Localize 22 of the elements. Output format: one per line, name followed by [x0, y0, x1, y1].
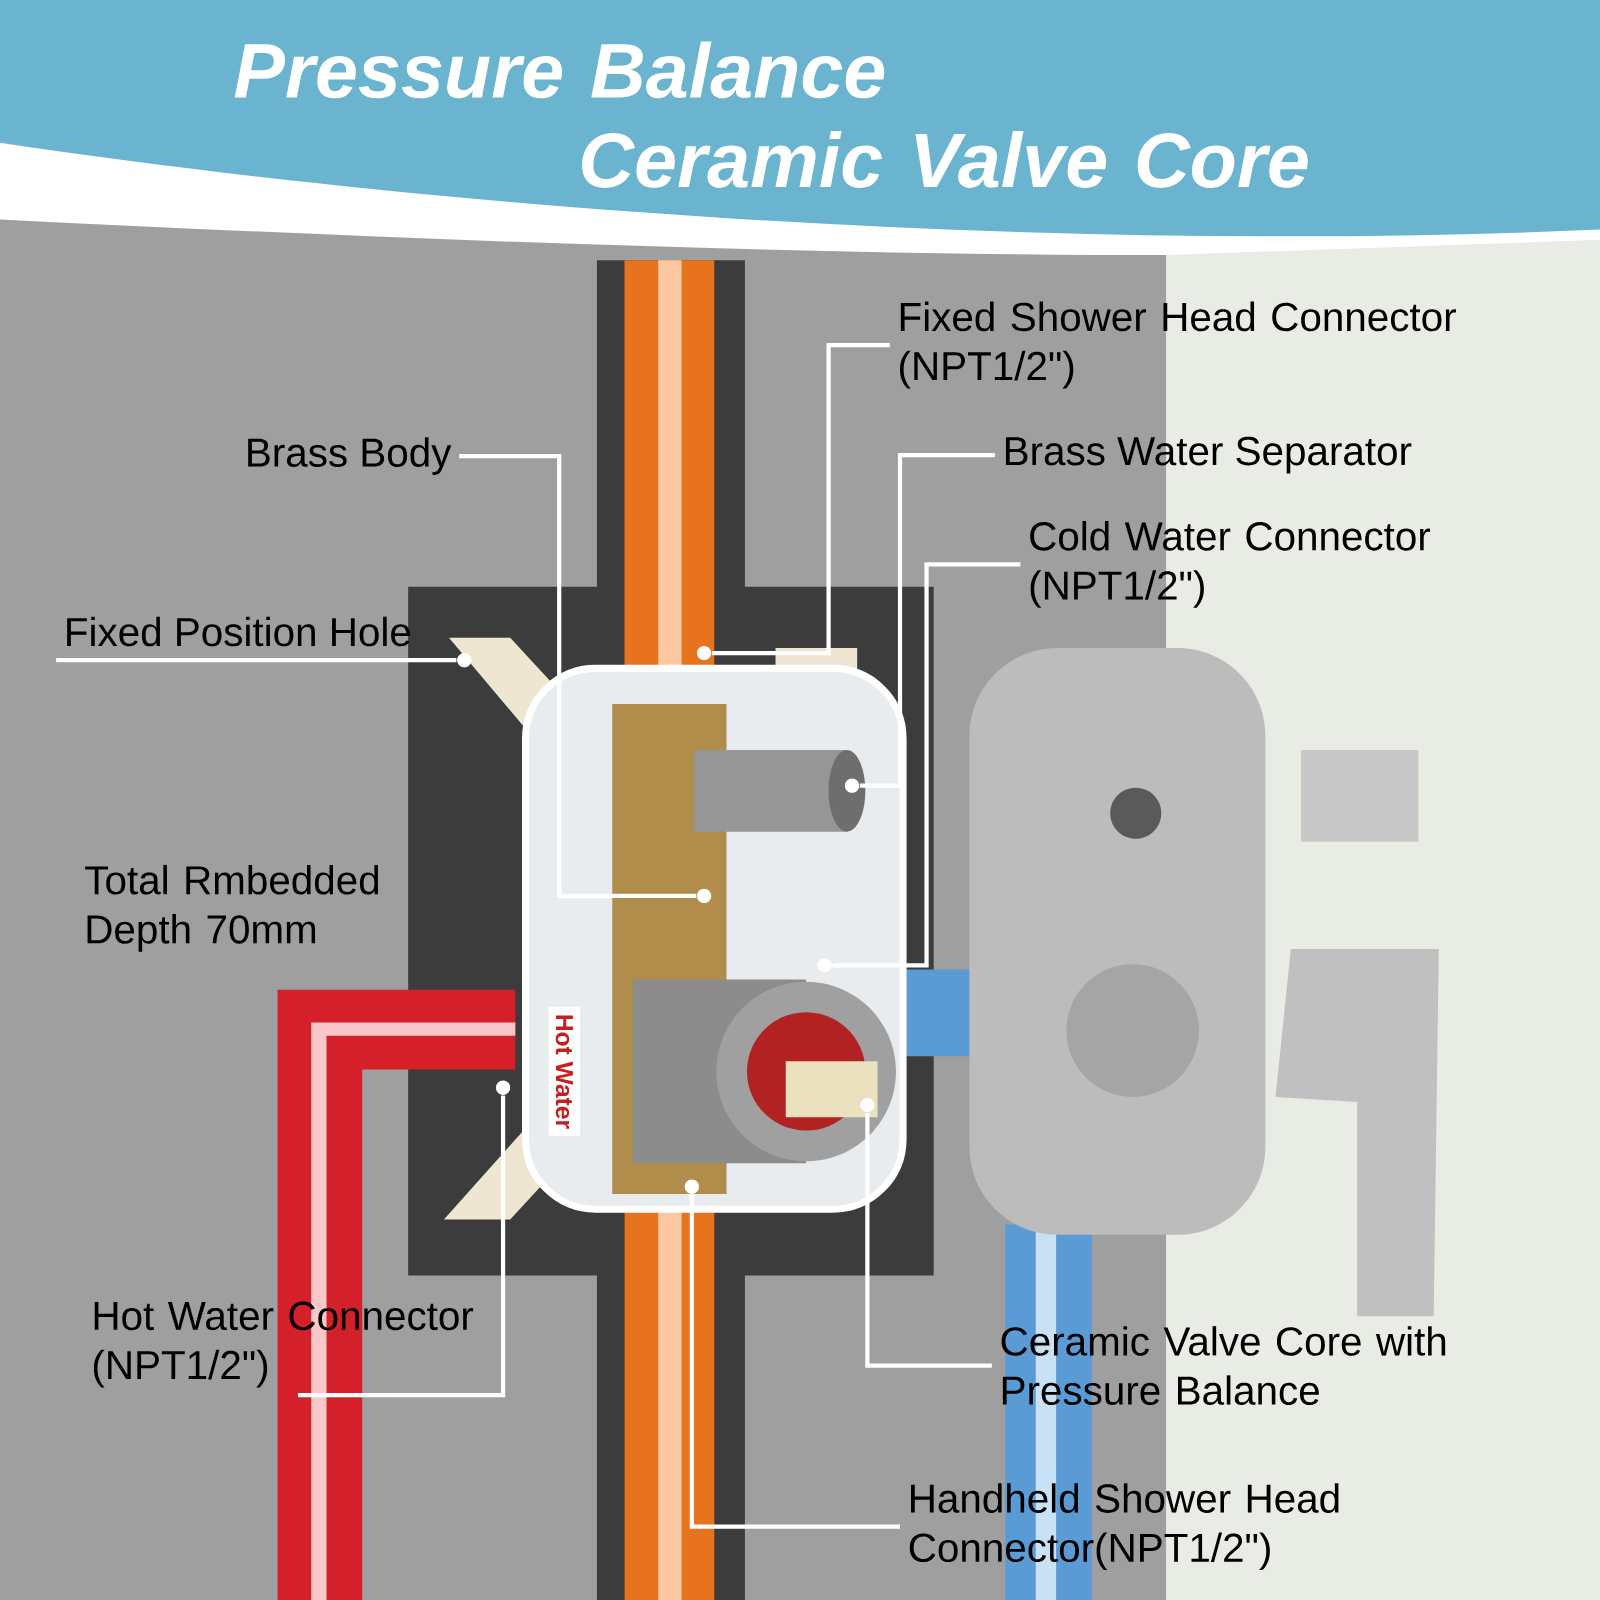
leader-dot: [860, 1097, 875, 1113]
callout-label: Brass Water Separator: [1005, 436, 1412, 474]
leader-dot: [684, 1179, 699, 1194]
callout-label: Cold Water Connector (NPT1/2"): [1030, 521, 1431, 608]
leader-line: [859, 453, 995, 788]
callout-label: Brass Body: [248, 437, 452, 475]
callout-label: Handheld Shower Head Connector(NPT1/2"): [909, 1483, 1339, 1571]
depth-note: Total Rmbedded Depth 70mm: [85, 864, 379, 952]
leader-line: [459, 454, 697, 899]
leader-dot: [457, 653, 472, 668]
leader-dot: [495, 1080, 511, 1095]
leader-line: [711, 342, 890, 656]
leader-line: [832, 562, 1021, 968]
title: Pressure Balance Ceramic Valve Core: [234, 41, 1308, 188]
leader-line: [865, 1112, 992, 1368]
leader-dot: [696, 888, 712, 904]
callout-label: Fixed Shower Head Connector (NPT1/2"): [900, 301, 1456, 389]
sticker-label: Hot Water: [548, 1006, 580, 1137]
leader-dot: [844, 778, 860, 793]
leader-dot: [696, 645, 712, 661]
leader-line: [689, 1194, 900, 1529]
callout-label: Ceramic Valve Core with Pressure Balance: [1001, 1326, 1446, 1405]
